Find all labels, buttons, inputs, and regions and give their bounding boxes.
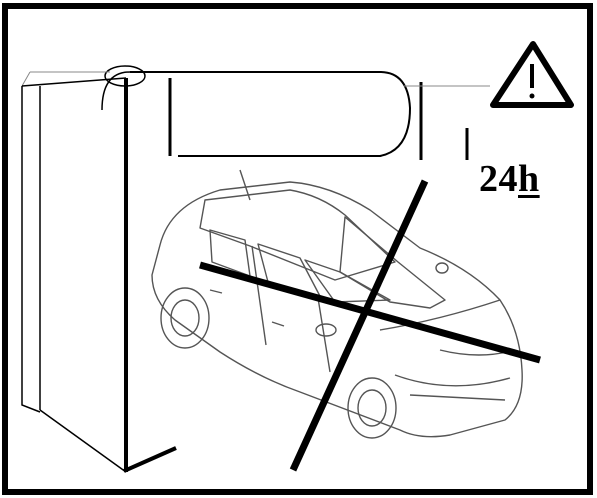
duration-value: 24 [479,158,518,200]
diagram-border [2,3,593,495]
duration-unit: h [518,158,540,200]
warning-triangle-icon [490,41,574,108]
duration-label: 24h [479,160,540,198]
car-wash-gantry-icon [21,65,490,473]
hatchback-car-icon [151,169,523,439]
prohibition-cross-icon [199,179,541,472]
